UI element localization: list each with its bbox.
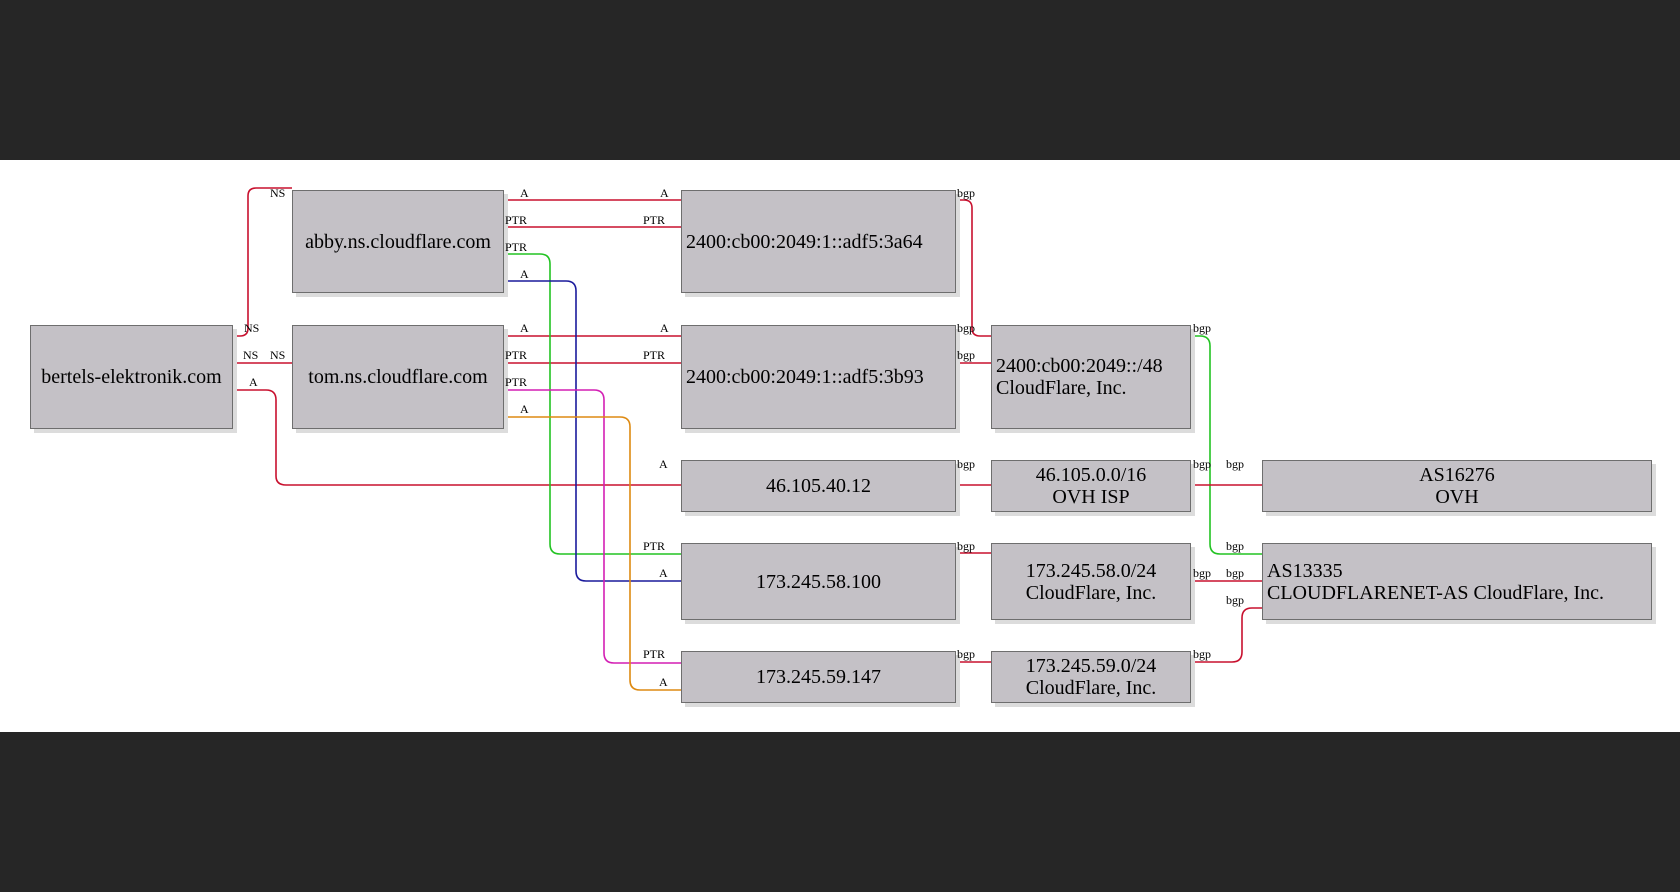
edge-tom-a-59 xyxy=(504,416,681,691)
edge-label-bgp: bgp xyxy=(1193,566,1211,580)
edge-label-ptr: PTR xyxy=(505,240,528,254)
edge-tom-ptr-59 xyxy=(504,389,681,664)
edge-label-bgp: bgp xyxy=(957,539,975,553)
node-ip-173-245-58-100[interactable]: 173.245.58.100 xyxy=(681,543,956,620)
edge-label-bgp: bgp xyxy=(1193,647,1211,661)
node-net-173-245-58[interactable]: 173.245.58.0/24 CloudFlare, Inc. xyxy=(991,543,1191,620)
node-label: abby.ns.cloudflare.com xyxy=(305,230,491,253)
node-label-line2: CloudFlare, Inc. xyxy=(996,377,1127,399)
edge-label-a: A xyxy=(659,675,668,689)
node-label-line2: CloudFlare, Inc. xyxy=(1025,677,1157,699)
node-tom-ns[interactable]: tom.ns.cloudflare.com xyxy=(292,325,504,429)
node-label-line1: AS16276 xyxy=(1419,464,1495,486)
edge-layer xyxy=(233,187,1262,691)
edge-label-ptr: PTR xyxy=(643,539,666,553)
edge-label-ptr: PTR xyxy=(643,348,666,362)
edge-label-bgp: bgp xyxy=(1226,539,1244,553)
edge-label-bgp: bgp xyxy=(1226,566,1244,580)
node-ip-173-245-59-147[interactable]: 173.245.59.147 xyxy=(681,651,956,703)
edge-label-a: A xyxy=(249,375,258,389)
edge-ns-abby xyxy=(233,187,292,337)
node-ip-46-105-40-12[interactable]: 46.105.40.12 xyxy=(681,460,956,512)
node-label: 2400:cb00:2049:1::adf5:3a64 xyxy=(686,230,923,253)
edge-bgp-net6-as13335 xyxy=(1191,335,1262,555)
edge-label-a: A xyxy=(659,566,668,580)
node-as13335[interactable]: AS13335 CLOUDFLARENET-AS CloudFlare, Inc… xyxy=(1262,543,1652,620)
edge-label-bgp: bgp xyxy=(957,348,975,362)
edge-label-bgp: bgp xyxy=(957,647,975,661)
edge-label-bgp: bgp xyxy=(957,457,975,471)
edge-label-ptr: PTR xyxy=(643,647,666,661)
node-label: bertels-elektronik.com xyxy=(41,366,222,388)
node-bertels-elektronik[interactable]: bertels-elektronik.com xyxy=(30,325,233,429)
node-label-line2: OVH xyxy=(1435,486,1479,508)
node-label-line1: 2400:cb00:2049::/48 xyxy=(996,355,1163,377)
edge-label-ptr: PTR xyxy=(505,213,528,227)
node-ipv6-3a64[interactable]: 2400:cb00:2049:1::adf5:3a64 xyxy=(681,190,956,293)
node-net-173-245-59[interactable]: 173.245.59.0/24 CloudFlare, Inc. xyxy=(991,651,1191,703)
node-net-2400-cb00-2049[interactable]: 2400:cb00:2049::/48 CloudFlare, Inc. xyxy=(991,325,1191,429)
diagram-canvas: bertels-elektronik.com abby.ns.cloudflar… xyxy=(0,160,1680,732)
node-label-line1: 173.245.59.0/24 xyxy=(1025,655,1157,677)
node-label-line2: CLOUDFLARENET-AS CloudFlare, Inc. xyxy=(1267,581,1605,604)
edge-label-bgp: bgp xyxy=(957,186,975,200)
node-net-46-105[interactable]: 46.105.0.0/16 OVH ISP xyxy=(991,460,1191,512)
edge-label-bgp: bgp xyxy=(1226,593,1244,607)
edge-label-bgp: bgp xyxy=(1193,321,1211,335)
node-label-line2: CloudFlare, Inc. xyxy=(1025,581,1157,604)
node-label-line1: AS13335 xyxy=(1267,559,1343,582)
node-label-line1: 173.245.58.0/24 xyxy=(1025,559,1157,582)
edge-label-a: A xyxy=(520,267,529,281)
edge-label-ptr: PTR xyxy=(643,213,666,227)
edge-bgp-3a64 xyxy=(956,199,991,337)
edge-label-ns: NS xyxy=(243,348,259,362)
edge-abby-a-58 xyxy=(504,280,681,582)
edge-label-ptr: PTR xyxy=(505,375,528,389)
edge-label-bgp: bgp xyxy=(1193,457,1211,471)
edge-label-ns: NS xyxy=(270,186,286,200)
edge-label-a: A xyxy=(520,402,529,416)
node-label: tom.ns.cloudflare.com xyxy=(308,366,488,388)
node-label: 173.245.59.147 xyxy=(756,666,881,688)
edge-label-ns: NS xyxy=(270,348,286,362)
edge-label-ptr: PTR xyxy=(505,348,528,362)
edge-label-bgp: bgp xyxy=(1226,457,1244,471)
edge-bgp-net59-as13335 xyxy=(1191,607,1262,663)
node-abby-ns[interactable]: abby.ns.cloudflare.com xyxy=(292,190,504,293)
node-label-line2: OVH ISP xyxy=(1052,486,1130,508)
edge-a-46 xyxy=(233,389,681,486)
edge-label-a: A xyxy=(659,457,668,471)
node-label: 2400:cb00:2049:1::adf5:3b93 xyxy=(686,366,924,388)
node-label: 46.105.40.12 xyxy=(766,475,871,497)
edge-label-a: A xyxy=(520,186,529,200)
node-as16276[interactable]: AS16276 OVH xyxy=(1262,460,1652,512)
node-label: 173.245.58.100 xyxy=(756,570,881,593)
edge-label-a: A xyxy=(660,321,669,335)
edge-label-ns: NS xyxy=(244,321,260,335)
edge-abby-ptr-58 xyxy=(504,253,681,555)
edge-label-a: A xyxy=(660,186,669,200)
node-ipv6-3b93[interactable]: 2400:cb00:2049:1::adf5:3b93 xyxy=(681,325,956,429)
edge-label-bgp: bgp xyxy=(957,321,975,335)
node-label-line1: 46.105.0.0/16 xyxy=(1035,464,1147,486)
edge-label-a: A xyxy=(520,321,529,335)
